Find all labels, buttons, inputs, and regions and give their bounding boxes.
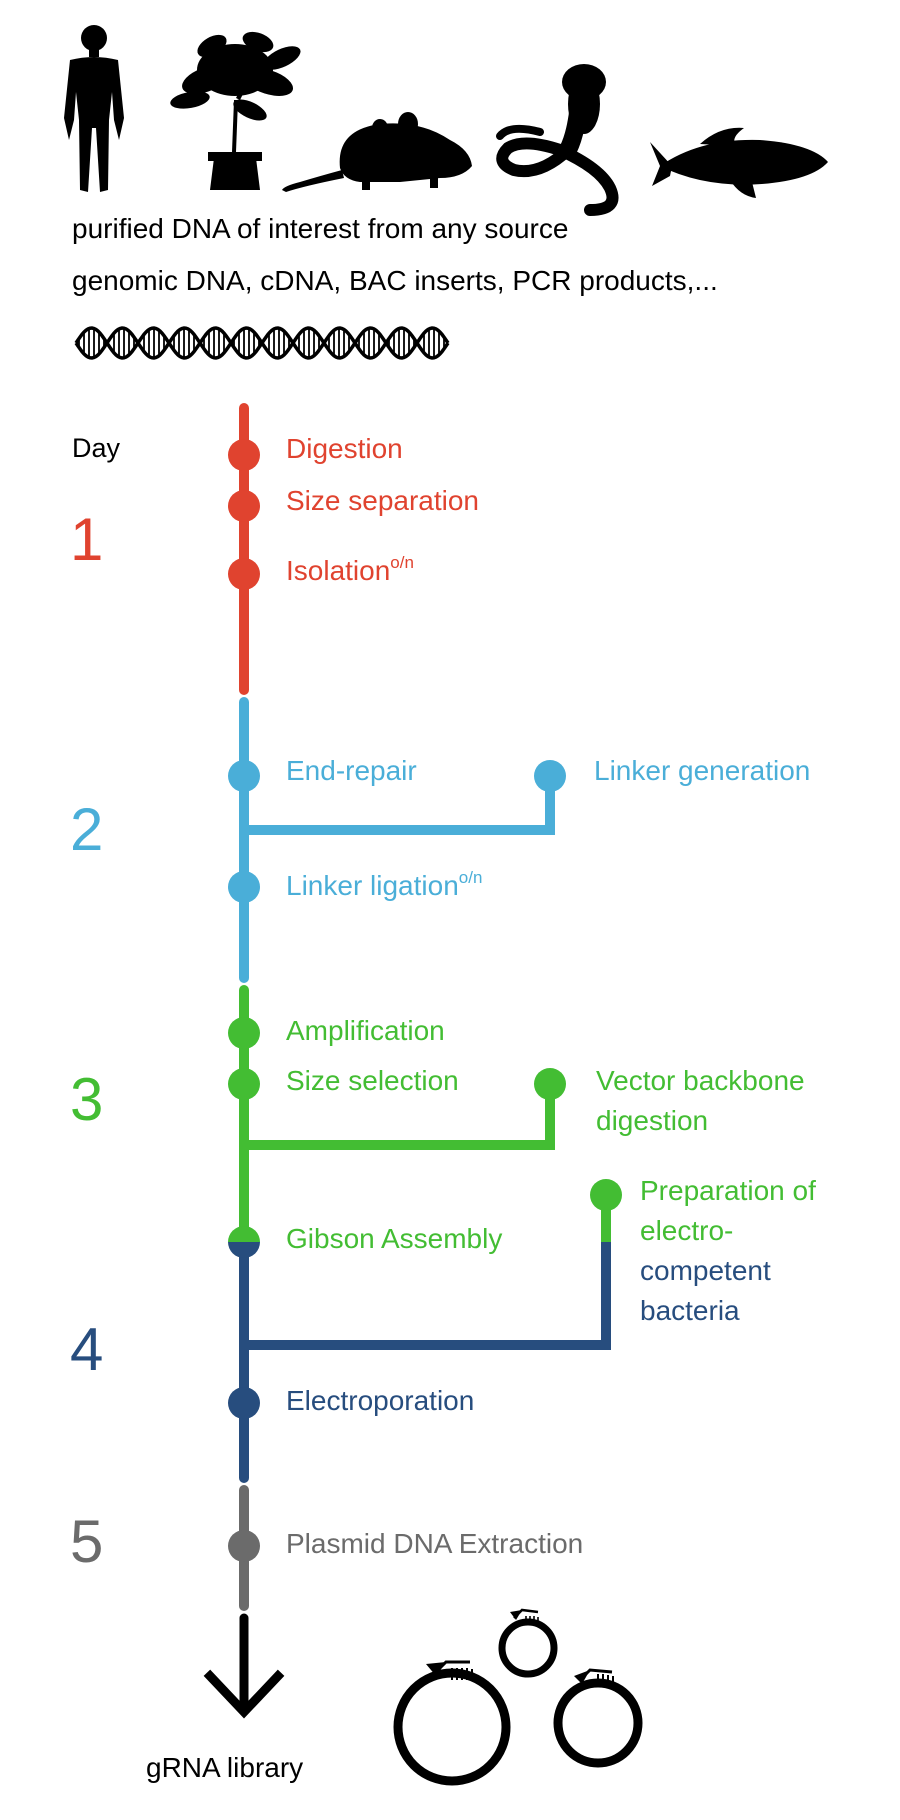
intro-line-1: purified DNA of interest from any source (72, 213, 568, 244)
step-label-vector-backbone-line-2: digestion (596, 1105, 708, 1136)
node-size-selection (228, 1068, 260, 1100)
human-silhouette-icon (64, 25, 124, 192)
overnight-superscript: o/n (390, 553, 414, 572)
node-digestion (228, 439, 260, 471)
rodent-silhouette-icon (282, 112, 472, 192)
step-label-size-selection: Size selection (286, 1065, 459, 1096)
step-label-vector-backbone-line-1: Vector backbone (596, 1065, 805, 1096)
snake-silhouette-icon (496, 64, 619, 216)
competent-bacteria-branch (244, 1242, 611, 1350)
step-label-isolation: Isolationo/n (286, 553, 414, 586)
step-label-preparation-line-4: bacteria (640, 1295, 740, 1326)
fish-silhouette-icon (650, 127, 828, 198)
plasmid-icons (393, 1608, 643, 1786)
step-label-linker-generation: Linker generation (594, 755, 810, 786)
node-plasmid-extraction (228, 1530, 260, 1562)
step-label-size-separation: Size separation (286, 485, 479, 516)
step-label-linker-ligation-text: Linker ligation (286, 870, 459, 901)
day-header: Day (72, 433, 121, 463)
node-end-repair (228, 760, 260, 792)
intro-line-2: genomic DNA, cDNA, BAC inserts, PCR prod… (72, 265, 718, 296)
node-linker-ligation (228, 871, 260, 903)
step-label-preparation-line-3: competent (640, 1255, 771, 1286)
step-label-preparation-line-2: electro- (640, 1215, 733, 1246)
node-amplification (228, 1017, 260, 1049)
step-label-plasmid-extraction: Plasmid DNA Extraction (286, 1528, 583, 1559)
step-label-gibson-assembly: Gibson Assembly (286, 1223, 502, 1254)
node-isolation (228, 558, 260, 590)
node-size-separation (228, 490, 260, 522)
plasmid-small-icon (498, 1608, 558, 1678)
day-2-number: 2 (70, 796, 103, 863)
plasmid-medium-icon (553, 1668, 643, 1768)
arrow-down-icon (203, 1669, 285, 1719)
timeline (203, 403, 611, 1719)
linker-generation-branch (244, 775, 555, 835)
node-linker-generation (534, 760, 566, 792)
node-preparation-bacteria (590, 1179, 622, 1211)
node-gibson-assembly (228, 1226, 260, 1258)
step-label-end-repair: End-repair (286, 755, 417, 786)
step-label-electroporation: Electroporation (286, 1385, 474, 1416)
node-electroporation (228, 1387, 260, 1419)
step-label-isolation-text: Isolation (286, 555, 390, 586)
plant-silhouette-icon (170, 31, 301, 190)
overnight-superscript: o/n (459, 868, 483, 887)
dna-helix-icon (74, 326, 450, 360)
step-nodes (228, 439, 622, 1562)
day-4-number: 4 (70, 1316, 103, 1383)
plasmid-large-icon (393, 1660, 511, 1786)
day-3-number: 3 (70, 1066, 103, 1133)
step-label-digestion: Digestion (286, 433, 403, 464)
day-1-number: 1 (70, 506, 103, 573)
step-label-amplification: Amplification (286, 1015, 445, 1046)
step-label-linker-ligation: Linker ligationo/n (286, 868, 482, 901)
output-label: gRNA library (146, 1752, 303, 1783)
step-label-preparation-line-1: Preparation of (640, 1175, 816, 1206)
node-vector-backbone (534, 1068, 566, 1100)
vector-backbone-branch (244, 1084, 555, 1150)
day-5-number: 5 (70, 1508, 103, 1575)
